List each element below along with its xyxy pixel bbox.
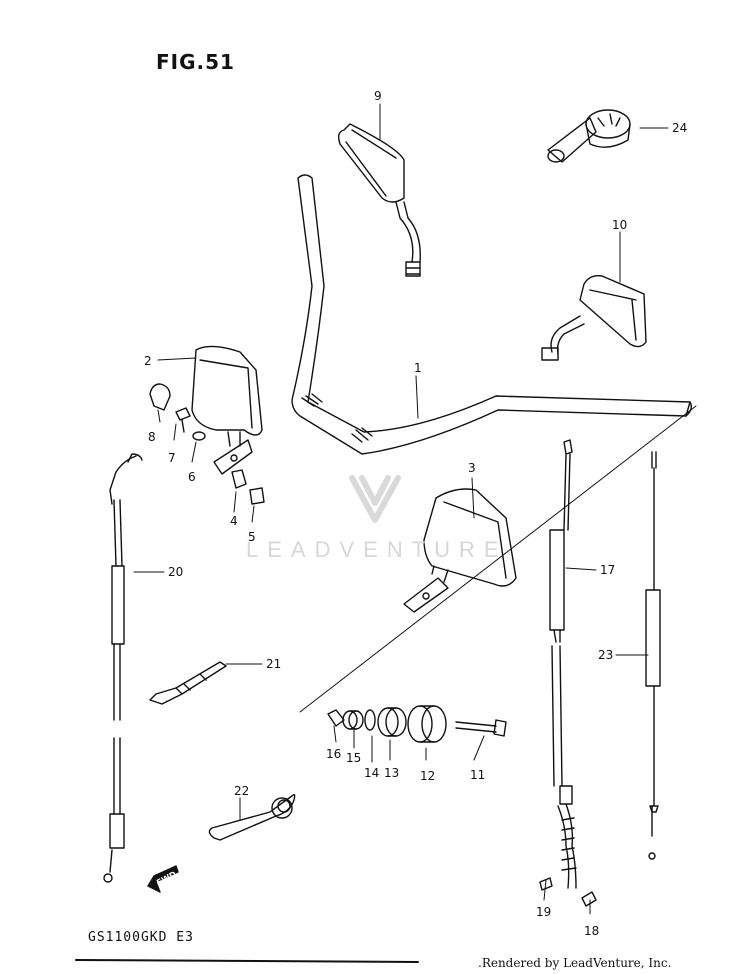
callout-9: 9 <box>374 89 382 103</box>
callout-24: 24 <box>672 121 687 135</box>
figure-title: FIG.51 <box>156 50 235 74</box>
cable-20 <box>103 453 143 883</box>
callout-3: 3 <box>468 461 476 475</box>
callout-16: 16 <box>326 747 341 761</box>
callout-20: 20 <box>168 565 183 579</box>
cable-17 <box>539 439 597 907</box>
callout-11: 11 <box>470 768 485 782</box>
watermark-logo <box>349 475 401 523</box>
perspective-divider <box>299 405 697 713</box>
callout-7: 7 <box>168 451 176 465</box>
callout-14: 14 <box>364 766 379 780</box>
credit-text: .Rendered by LeadVenture, Inc. <box>478 956 672 970</box>
bar-end-assembly <box>327 705 507 743</box>
callout-23: 23 <box>598 648 613 662</box>
callout-21: 21 <box>266 657 281 671</box>
mirror-9 <box>337 123 421 277</box>
callout-22: 22 <box>234 784 249 798</box>
callout-2: 2 <box>144 354 152 368</box>
mirror-3 <box>403 488 517 613</box>
callout-8: 8 <box>148 430 156 444</box>
callout-1: 1 <box>414 361 422 375</box>
callout-4: 4 <box>230 514 238 528</box>
callout-15: 15 <box>346 751 361 765</box>
callout-5: 5 <box>248 530 256 544</box>
tool-21 <box>149 661 227 705</box>
callout-17: 17 <box>600 563 615 577</box>
callout-6: 6 <box>188 470 196 484</box>
fwd-arrow <box>147 865 179 893</box>
spring-22 <box>208 793 296 841</box>
callout-13: 13 <box>384 766 399 780</box>
model-code: GS1100GKD E3 <box>88 930 194 945</box>
cable-23 <box>645 451 661 860</box>
mirror-2 <box>191 345 263 475</box>
hardware-small <box>149 383 265 505</box>
callout-19: 19 <box>536 905 551 919</box>
callout-numbers: 1 2 3 4 5 6 7 8 9 10 11 12 13 14 15 16 1… <box>144 89 687 938</box>
watermark-text: LEADVENTURE <box>246 537 508 562</box>
bottom-rule <box>75 959 419 963</box>
handlebar <box>291 174 693 455</box>
clamp-24 <box>547 109 631 163</box>
callout-10: 10 <box>612 218 627 232</box>
mirror-10 <box>541 274 647 361</box>
callout-12: 12 <box>420 769 435 783</box>
callout-18: 18 <box>584 924 599 938</box>
leader-lines <box>133 103 669 915</box>
